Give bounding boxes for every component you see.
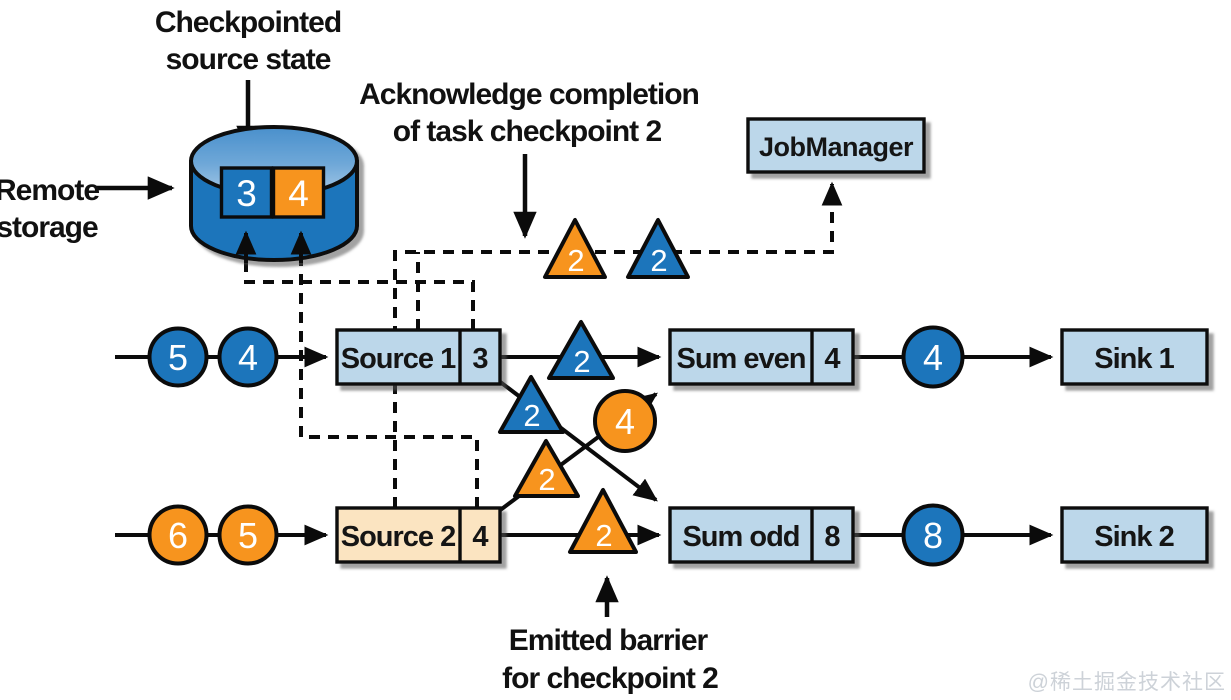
barrier-triangle-diag-blue [498, 375, 565, 434]
watermark-text: @稀土掘金技术社区 [1028, 671, 1226, 694]
record-value-src2-5: 5 [238, 515, 258, 556]
label-emitted-barrier-line2: for checkpoint 2 [502, 662, 718, 695]
barrier-triangles: 2 2 2 2 2 2 [498, 218, 690, 554]
sink2-label: Sink 2 [1094, 521, 1173, 553]
label-remote-storage-line2: storage [0, 211, 98, 244]
sumeven-node: Sum even 4 [668, 328, 855, 386]
sumodd-label: Sum odd [682, 521, 799, 553]
sumodd-state: 8 [824, 521, 840, 553]
jobmanager-label: JobManager [759, 132, 914, 162]
label-acknowledge-line2: of task checkpoint 2 [393, 115, 662, 148]
sumeven-box [668, 328, 855, 386]
sumeven-label: Sum even [677, 343, 806, 375]
record-circle-src2-5 [217, 504, 279, 566]
sumeven-state: 4 [824, 343, 840, 375]
label-checkpointed-line1: Checkpointed [155, 6, 341, 39]
source1-node: Source 1 3 [335, 328, 502, 386]
barrier-triangle-ack-orange [543, 218, 607, 279]
checkpoint-slot-source2 [271, 166, 326, 219]
sink1-box [1060, 328, 1209, 386]
source2-state: 4 [472, 521, 488, 553]
record-value-src2-6: 6 [168, 515, 188, 556]
record-value-out-odd: 8 [923, 515, 943, 556]
source2-box [335, 506, 502, 564]
barrier-value-ack-orange: 2 [567, 243, 584, 278]
record-circle-src1-5 [147, 326, 209, 388]
barrier-triangle-ack-blue [626, 218, 690, 279]
barrier-value-diag-blue: 2 [523, 398, 540, 433]
annotation-labels: Checkpointed source state Remote storage… [0, 6, 1226, 695]
checkpoint-slot-source2-value: 4 [288, 173, 309, 214]
record-circle-src1-4 [217, 326, 279, 388]
label-emitted-barrier-line1: Emitted barrier [509, 624, 709, 657]
barrier-value-ack-blue: 2 [650, 243, 667, 278]
record-value-cross-4: 4 [615, 401, 635, 442]
record-value-out-even: 4 [923, 337, 943, 378]
source1-state: 3 [472, 343, 488, 375]
sink2-box [1060, 506, 1209, 564]
dashed-edges [244, 181, 843, 508]
source2-label: Source 2 [341, 521, 456, 553]
sink1-node: Sink 1 [1060, 328, 1209, 386]
record-circle-src2-6 [147, 504, 209, 566]
barrier-value-row2-orange: 2 [595, 518, 612, 553]
source1-label: Source 1 [341, 343, 456, 375]
source2-node: Source 2 4 [335, 506, 502, 564]
sumodd-box [668, 506, 855, 564]
edge-state-source1-to-storage [244, 262, 475, 330]
jobmanager-box [746, 117, 926, 174]
record-value-src1-4: 4 [238, 337, 258, 378]
record-value-src1-5: 5 [168, 337, 188, 378]
barrier-value-row1-blue: 2 [573, 344, 590, 379]
jobmanager-node: JobManager [746, 117, 926, 174]
record-circles: 5 4 6 5 4 4 8 [147, 325, 965, 567]
label-remote-storage-line1: Remote [0, 174, 99, 207]
checkpoint-slot-source1-value: 3 [236, 173, 257, 214]
record-circle-out-even [901, 325, 965, 389]
barrier-triangle-diag-orange [513, 439, 580, 498]
checkpoint-slots: 3 4 [219, 166, 326, 263]
edge-ack-source2-to-jobmanager [393, 181, 843, 508]
checkpoint-slot-source1 [219, 166, 274, 219]
barrier-triangle-row2-orange [568, 488, 638, 554]
sink2-node: Sink 2 [1060, 506, 1209, 564]
record-circle-out-odd [901, 503, 965, 567]
barrier-triangle-row1-blue [547, 320, 615, 380]
sink1-label: Sink 1 [1094, 343, 1174, 375]
edge-state-source2-to-storage [299, 262, 479, 508]
record-circle-cross-4 [593, 389, 657, 453]
barrier-value-diag-orange: 2 [538, 462, 555, 497]
source1-box [335, 328, 502, 386]
label-checkpointed-line2: source state [166, 43, 331, 76]
sumodd-node: Sum odd 8 [668, 506, 855, 564]
label-acknowledge-line1: Acknowledge completion [359, 78, 699, 111]
